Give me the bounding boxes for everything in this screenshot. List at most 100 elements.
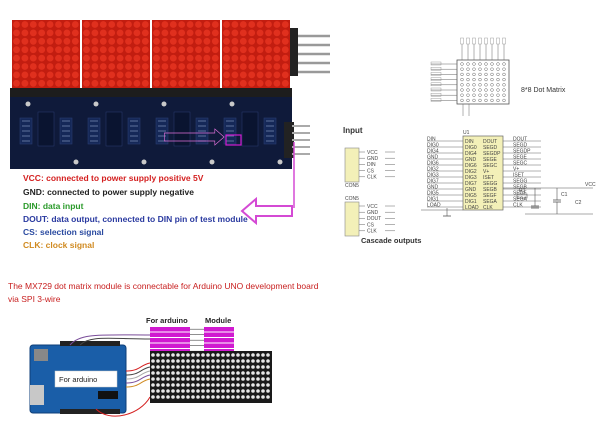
ic-right-net-label: ISET	[513, 173, 524, 179]
ic-left-net-label: GND	[427, 185, 439, 191]
ic-right-pin-label: SEGF	[483, 193, 497, 199]
description-line-2: via SPI 3-wire	[8, 294, 61, 304]
connector-pin-label: GND	[367, 210, 379, 216]
ic-right-net-label: SEGE	[513, 155, 528, 161]
ic-right-pin-label: SEGD	[483, 145, 498, 151]
ic-left-pin-label: DIN	[465, 139, 474, 145]
ic-left-pin-label: LOAD	[465, 205, 479, 211]
led-block	[152, 20, 220, 88]
description-line-1: The MX729 dot matrix module is connectab…	[8, 281, 319, 291]
ic-left-net-label: DIG1	[427, 197, 439, 203]
ic-left-pin-label: GND	[465, 157, 477, 163]
legend-din: DIN: data input	[23, 201, 84, 211]
ic-left-pin-label: DIG6	[465, 163, 477, 169]
connector-pin-label: CS	[367, 222, 375, 228]
led-block	[222, 20, 290, 88]
connector-pin-label: DIN	[367, 162, 376, 168]
ic-left-net-label: GND	[427, 155, 439, 161]
ic-right-net-label: SEGF	[513, 191, 527, 197]
ic-left-pin-label: DIG5	[465, 193, 477, 199]
ic-left-net-label: DIG4	[427, 149, 439, 155]
cap2-label: C2	[575, 200, 582, 206]
max7219-ic: U1 DINDINDIG0DIG0DIG4DIG4GNDGNDDIG6DIG6D…	[427, 130, 541, 211]
ic-right-net-label: V+	[513, 167, 519, 173]
pin-highlight-box	[225, 134, 242, 146]
ic-right-net-label: DOUT	[513, 137, 527, 143]
ic-right-pin-label: V+	[483, 169, 489, 175]
ic-right-net-label: SEGG	[513, 179, 528, 185]
pcb-details	[19, 101, 283, 165]
ic-right-net-label: SEGD	[513, 143, 528, 149]
ic-right-net-label: CLK	[513, 203, 523, 209]
led-block	[12, 20, 80, 88]
connector-pin-label: VCC	[367, 150, 378, 156]
input-title: Input	[343, 126, 363, 135]
ic-left-net-label: LOAD	[427, 203, 441, 209]
ic-left-net-label: DIG2	[427, 167, 439, 173]
ic-left-pin-label: DIG4	[465, 151, 477, 157]
legend-cs: CS: selection signal	[23, 227, 104, 237]
ic-right-pin-label: SEGB	[483, 187, 498, 193]
ic-right-net-label: SEGDP	[513, 149, 531, 155]
ic-left-net-label: DIG3	[427, 173, 439, 179]
pink-pointer-arrow-icon	[240, 196, 293, 226]
arduino-wiring-diagram: For arduino Module For arduino	[29, 316, 272, 417]
ic-ref: U1	[463, 130, 470, 136]
ic-left-pin-label: DIG1	[465, 199, 477, 205]
ic-right-pin-label: SEGG	[483, 181, 498, 187]
output-connector-ref: CON5	[345, 196, 359, 202]
ic-right-pin-label: ISET	[483, 175, 494, 181]
arduino-label: For arduino	[59, 375, 97, 384]
ic-left-pin-label: DIG7	[465, 181, 477, 187]
legend-vcc: VCC: connected to power supply positive …	[23, 173, 204, 183]
connector-pin-label: VCC	[367, 204, 378, 210]
ic-left-net-label: DIG0	[427, 143, 439, 149]
ic-right-pin-label: CLK	[483, 205, 493, 211]
arduino-board: For arduino	[29, 341, 127, 414]
ic-right-pin-label: SEGA	[483, 199, 498, 205]
ic-left-pin-label: GND	[465, 187, 477, 193]
header-module-label: Module	[205, 316, 231, 325]
side-pin-header	[284, 122, 310, 158]
header-arduino-label: For arduino	[146, 316, 188, 325]
connector-pin-label: GND	[367, 156, 379, 162]
cap1-label: C1	[561, 192, 568, 198]
wires	[69, 334, 151, 417]
arrow-connector-line	[293, 142, 295, 208]
ic-left-net-label: DIG7	[427, 179, 439, 185]
bottom-led-matrix	[150, 351, 272, 403]
power-rail: C1 C2 R1 VCC	[421, 182, 596, 217]
ic-left-net-label: DIG5	[427, 191, 439, 197]
ic-left-pin-label: DIG3	[465, 175, 477, 181]
ic-right-net-label: SEGA	[513, 197, 528, 203]
led-matrix-module-illustration	[10, 20, 330, 169]
ic-right-pin-label: DOUT	[483, 139, 497, 145]
res-label: R1	[519, 188, 526, 194]
legend-dout: DOUT: data output, connected to DIN pin …	[23, 214, 248, 224]
ic-right-pin-label: SEGE	[483, 157, 498, 163]
ic-left-net-label: DIG6	[427, 161, 439, 167]
dot-matrix-symbol	[430, 37, 510, 116]
legend-clk: CLK: clock signal	[23, 240, 95, 250]
connector-pin-label: CLK	[367, 175, 377, 181]
top-pin-header	[290, 28, 330, 76]
vcc-net-label: VCC	[585, 182, 596, 188]
matrix-title: 8*8 Dot Matrix	[521, 87, 566, 94]
ic-right-pin-label: SEGDP	[483, 151, 501, 157]
pin-mapping-table	[150, 327, 234, 354]
ic-right-pin-label: SEGC	[483, 163, 498, 169]
ic-left-pin-label: DIG0	[465, 145, 477, 151]
ic-right-net-label: SEGC	[513, 161, 528, 167]
output-title: Cascade outputs	[361, 236, 421, 245]
connector-pin-label: CLK	[367, 229, 377, 235]
input-connector-ref: CON5	[345, 183, 359, 189]
connector-pin-label: CS	[367, 168, 375, 174]
ic-left-net-label: DIN	[427, 137, 436, 143]
connector-pin-label: DOUT	[367, 216, 381, 222]
led-block	[82, 20, 150, 88]
led-blocks	[12, 20, 290, 88]
ic-left-pin-label: DIG2	[465, 169, 477, 175]
